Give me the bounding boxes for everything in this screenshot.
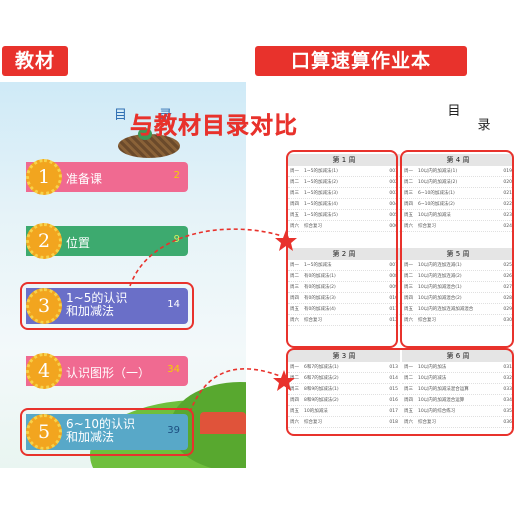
chapter-title: 6~10的认识 和加减法 — [66, 417, 135, 444]
week-row: 周五有0的加减法(4)011 — [288, 304, 400, 315]
chapter-page: 34 — [167, 364, 180, 375]
workbook-tag: 口算速算作业本 — [255, 46, 467, 76]
week-title: 第 6 周 — [402, 350, 514, 362]
comparison-headline: 与教材目录对比 — [130, 113, 298, 139]
toc-row-4[interactable]: 4 认识图形（一） 34 — [26, 353, 188, 389]
week-title: 第 5 周 — [402, 248, 514, 260]
toc-row-3[interactable]: 3 1~5的认识 和加减法 14 — [26, 288, 188, 324]
toc-row-5[interactable]: 5 6~10的认识 和加减法 39 — [26, 414, 188, 450]
chapter-title: 位置 — [66, 236, 91, 250]
chapter-title: 1~5的认识 和加减法 — [66, 291, 128, 318]
week-row: 周三有0的加减法(2)009 — [288, 282, 400, 293]
highlight-frame-weeks-1-2 — [286, 150, 398, 348]
connector-arrow — [189, 368, 281, 413]
chapter-title: 准备课 — [66, 172, 103, 186]
workbook-toc-title-char: 目 — [447, 104, 461, 119]
highlight-box-chapter-3 — [20, 282, 194, 330]
star-icon — [273, 370, 295, 391]
chapter-title: 认识图形（一） — [66, 366, 151, 380]
highlight-frame-weeks-4-5 — [400, 150, 514, 348]
chapter-page: 14 — [167, 299, 180, 310]
highlight-box-chapter-5 — [20, 408, 194, 456]
week-row: 周四有0的加减法(3)010 — [288, 293, 400, 304]
highlight-frame-weeks-3-6 — [286, 348, 514, 436]
star-icon — [275, 230, 297, 251]
week-row: 周二有0的加减法(1)008 — [288, 271, 400, 282]
chapter-number-badge: 3 — [26, 288, 62, 324]
chapter-number-badge: 2 — [26, 223, 62, 259]
workbook-toc-title-char: 录 — [477, 118, 491, 133]
toc-row-1[interactable]: 1 准备课 2 — [26, 159, 188, 195]
week-title: 第 4 周 — [402, 154, 514, 166]
week-title: 第 2 周 — [288, 248, 400, 260]
textbook-tag: 教材 — [2, 46, 68, 76]
chapter-number-badge: 5 — [26, 414, 62, 450]
roof-illustration — [200, 412, 246, 434]
toc-row-2[interactable]: 2 位置 9 — [26, 223, 188, 259]
week-title: 第 1 周 — [288, 154, 400, 166]
connector-arrow — [129, 228, 283, 287]
textbook-toc-title: 目 录 — [114, 108, 187, 123]
chapter-number-badge: 4 — [26, 353, 62, 389]
chapter-page: 2 — [173, 170, 180, 181]
bird-illustration — [138, 128, 152, 140]
week-title: 第 3 周 — [288, 350, 400, 362]
chapter-page: 39 — [167, 425, 180, 436]
textbook-page: 目 录 1 准备课 2 2 位置 9 3 1~5的认识 和加减法 14 4 认识… — [0, 82, 246, 468]
chapter-page: 9 — [173, 234, 180, 245]
chapter-number-badge: 1 — [26, 159, 62, 195]
